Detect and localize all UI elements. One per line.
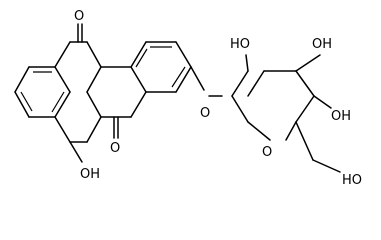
phenol-oh-bond bbox=[69, 141, 83, 163]
glycosidic-oxygen-label: O bbox=[200, 106, 210, 121]
aryl-o-bond bbox=[190, 66, 205, 91]
sugar-c4-hydroxyl-label: OH bbox=[331, 109, 351, 124]
sugar-substituent-bonds bbox=[245, 54, 341, 173]
central-quinone-ring bbox=[54, 23, 119, 143]
sugar-c6-hydroxyl-label: HO bbox=[342, 173, 362, 188]
chemical-structure-diagram: O O OH O O HO OH OH HO bbox=[14, 9, 362, 188]
ring-oxygen-label: O bbox=[262, 145, 272, 160]
sugar-c2-hydroxyl-label: HO bbox=[230, 37, 250, 52]
sugar-c3-hydroxyl-label: OH bbox=[312, 37, 332, 52]
structure-canvas: O O OH O O HO OH OH HO bbox=[14, 9, 362, 188]
left-aromatic-ring bbox=[14, 66, 71, 118]
carbonyl-oxygen-top-label: O bbox=[74, 9, 84, 24]
pyranose-ring bbox=[231, 70, 315, 141]
carbonyl-oxygen-bottom-label: O bbox=[110, 141, 120, 156]
phenol-hydroxyl-label: OH bbox=[80, 167, 100, 182]
right-aromatic-ring bbox=[100, 41, 192, 118]
